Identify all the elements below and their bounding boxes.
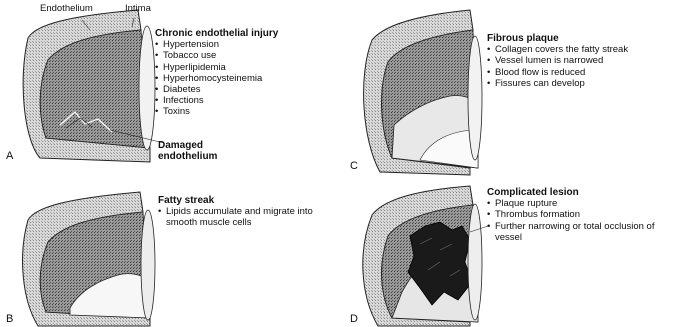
panel-c-title: Fibrous plaque [487, 33, 628, 44]
list-item: Hyperlipidemia [155, 62, 278, 73]
list-item: Plaque rupture [487, 198, 660, 209]
vessel-a [23, 10, 164, 162]
list-item: Hyperhomocysteinemia [155, 73, 278, 84]
list-item: Tobacco use [155, 50, 278, 61]
panel-letter-d: D [350, 313, 358, 325]
list-item: Hypertension [155, 39, 278, 50]
list-item: Toxins [155, 106, 278, 117]
panel-letter-b: B [6, 313, 13, 325]
list-item: Blood flow is reduced [487, 67, 628, 78]
panel-a-list: Hypertension Tobacco use Hyperlipidemia … [155, 39, 278, 117]
panel-d-text: Complicated lesion Plaque rupture Thromb… [487, 187, 660, 243]
vessel-b [23, 192, 155, 326]
panel-b-list: Lipids accumulate and migrate into smoot… [158, 206, 326, 228]
panel-letter-c: C [350, 160, 358, 172]
label-intima: Intima [125, 3, 151, 14]
panel-c-list: Collagen covers the fatty streak Vessel … [487, 44, 628, 89]
list-item: Lipids accumulate and migrate into smoot… [158, 206, 326, 228]
panel-a-title: Chronic endothelial injury [155, 28, 278, 39]
panel-letter-a: A [6, 150, 13, 162]
panel-d-list: Plaque rupture Thrombus formation Furthe… [487, 198, 660, 243]
vessel-d [363, 186, 488, 326]
vessel-c [364, 10, 482, 175]
list-item: Diabetes [155, 84, 278, 95]
label-damaged-endothelium: Damaged endothelium [158, 140, 217, 162]
panel-b-text: Fatty streak Lipids accumulate and migra… [158, 195, 326, 229]
list-item: Fissures can develop [487, 78, 628, 89]
list-item: Infections [155, 95, 278, 106]
panel-d-title: Complicated lesion [487, 187, 660, 198]
list-item: Thrombus formation [487, 209, 660, 220]
panel-a-text: Chronic endothelial injury Hypertension … [155, 28, 278, 118]
panel-c-text: Fibrous plaque Collagen covers the fatty… [487, 33, 628, 89]
list-item: Collagen covers the fatty streak [487, 44, 628, 55]
label-endothelium: Endothelium [40, 3, 93, 14]
panel-b-title: Fatty streak [158, 195, 326, 206]
list-item: Further narrowing or total occlusion of … [487, 221, 660, 243]
list-item: Vessel lumen is narrowed [487, 55, 628, 66]
